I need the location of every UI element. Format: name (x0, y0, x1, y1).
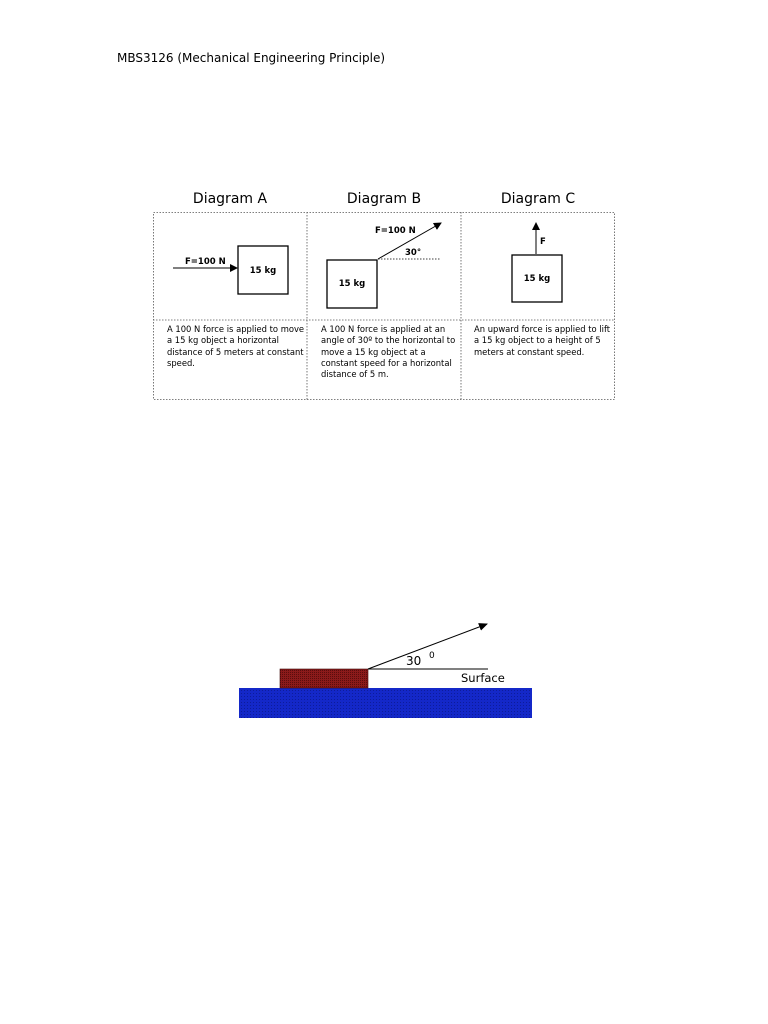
diagram-c-description: An upward force is applied to lift a 15 … (474, 324, 611, 357)
block-object (279, 668, 369, 689)
diagram-c-force-label: F (540, 237, 546, 247)
diagram-a-description: A 100 N force is applied to move a 15 kg… (167, 324, 305, 368)
diagram-table-svg: F=100 N 15 kg F=100 N 30° 15 kg F 15 kg (153, 212, 615, 400)
diagram-b-force-label: F=100 N (375, 226, 416, 236)
surface-diagram-svg: 30 0 Surface (239, 623, 532, 718)
diagram-b-angle-label: 30° (405, 248, 421, 258)
diagram-a-mass-label: 15 kg (250, 266, 277, 276)
angle-value-label: 30 (406, 654, 421, 668)
diagram-c-mass-box (511, 254, 563, 303)
angle-unit-label: 0 (429, 651, 435, 661)
diagram-c-mass-label: 15 kg (524, 274, 551, 284)
diagram-b-mass-box (326, 259, 378, 309)
document-header: MBS3126 (Mechanical Engineering Principl… (117, 51, 386, 65)
diagram-a-drawing: F=100 N 15 kg (173, 245, 289, 295)
diagram-b-description: A 100 N force is applied at an angle of … (321, 324, 456, 380)
diagram-b-mass-label: 15 kg (339, 279, 366, 289)
diagram-b-drawing: F=100 N 30° 15 kg (326, 222, 442, 309)
diagram-c-drawing: F 15 kg (511, 222, 563, 303)
surface-diagram: 30 0 Surface (238, 618, 534, 720)
diagram-table: F=100 N 15 kg F=100 N 30° 15 kg F 15 kg … (153, 212, 615, 400)
table-grid (153, 212, 615, 400)
diagram-titles: Diagram A Diagram B Diagram C (153, 191, 615, 211)
ground-surface (239, 688, 532, 718)
force-arrow (367, 623, 488, 670)
diagram-c-title: Diagram C (500, 191, 576, 207)
surface-label: Surface (461, 671, 505, 685)
diagram-a-force-label: F=100 N (185, 257, 226, 267)
diagram-a-mass-box (237, 245, 289, 295)
diagram-b-title: Diagram B (346, 191, 422, 207)
diagram-a-title: Diagram A (192, 191, 268, 207)
diagram-b-force-arrow (377, 222, 442, 260)
